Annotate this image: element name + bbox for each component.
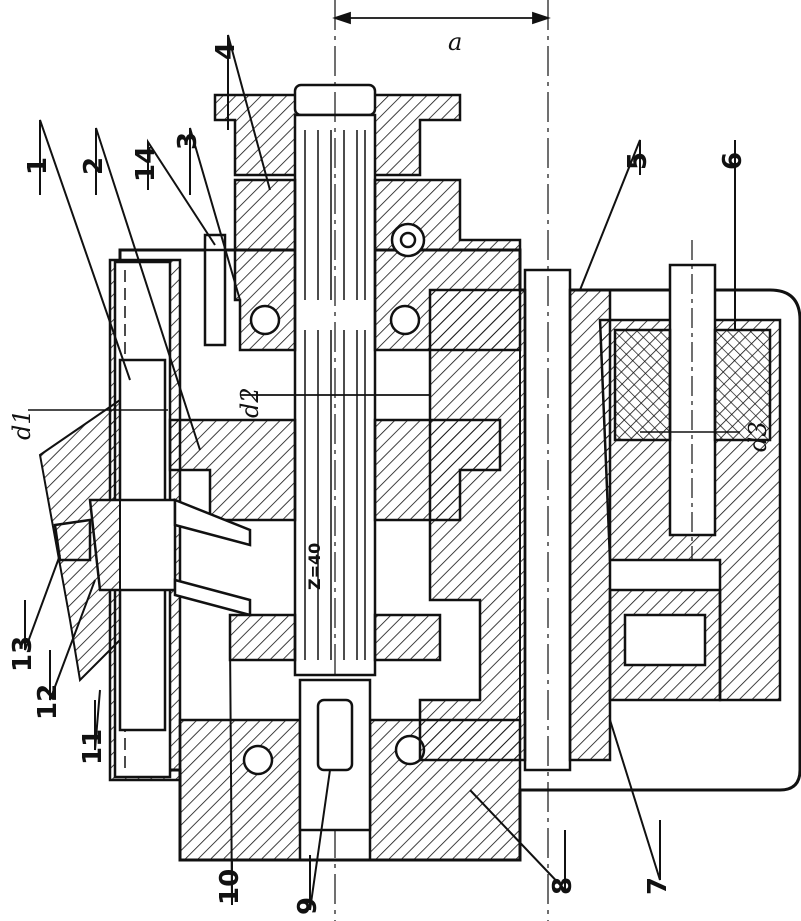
callout-11: 11 bbox=[78, 729, 108, 765]
callout-14: 14 bbox=[131, 146, 161, 182]
callout-4: 4 bbox=[211, 42, 241, 60]
d2-label: d2 bbox=[236, 387, 264, 418]
callout-1: 1 bbox=[23, 157, 53, 175]
callout-5: 5 bbox=[623, 152, 653, 170]
d1-label: d1 bbox=[8, 409, 36, 440]
callout-2: 2 bbox=[79, 157, 109, 175]
dimension-a bbox=[332, 11, 551, 25]
callout-10: 10 bbox=[215, 869, 245, 905]
callout-6: 6 bbox=[718, 152, 748, 170]
lower-gear bbox=[228, 613, 442, 662]
callout-numbers: 1 2 3 4 5 6 7 8 9 10 11 12 13 14 bbox=[8, 42, 748, 915]
callout-7: 7 bbox=[643, 877, 673, 895]
callout-13: 13 bbox=[8, 636, 38, 672]
leader-lines bbox=[24, 34, 736, 911]
callout-8: 8 bbox=[548, 877, 578, 895]
callout-12: 12 bbox=[33, 684, 63, 720]
center-distance-label: a bbox=[448, 28, 462, 56]
countershaft-8 bbox=[418, 0, 612, 921]
reverse-idler bbox=[598, 240, 782, 702]
spline-label: Z=40 bbox=[305, 543, 324, 590]
d3-label: d3 bbox=[744, 421, 772, 452]
callout-3: 3 bbox=[173, 132, 203, 150]
bolt-14 bbox=[203, 233, 227, 347]
callout-9: 9 bbox=[293, 897, 323, 915]
shift-fork bbox=[38, 358, 252, 732]
